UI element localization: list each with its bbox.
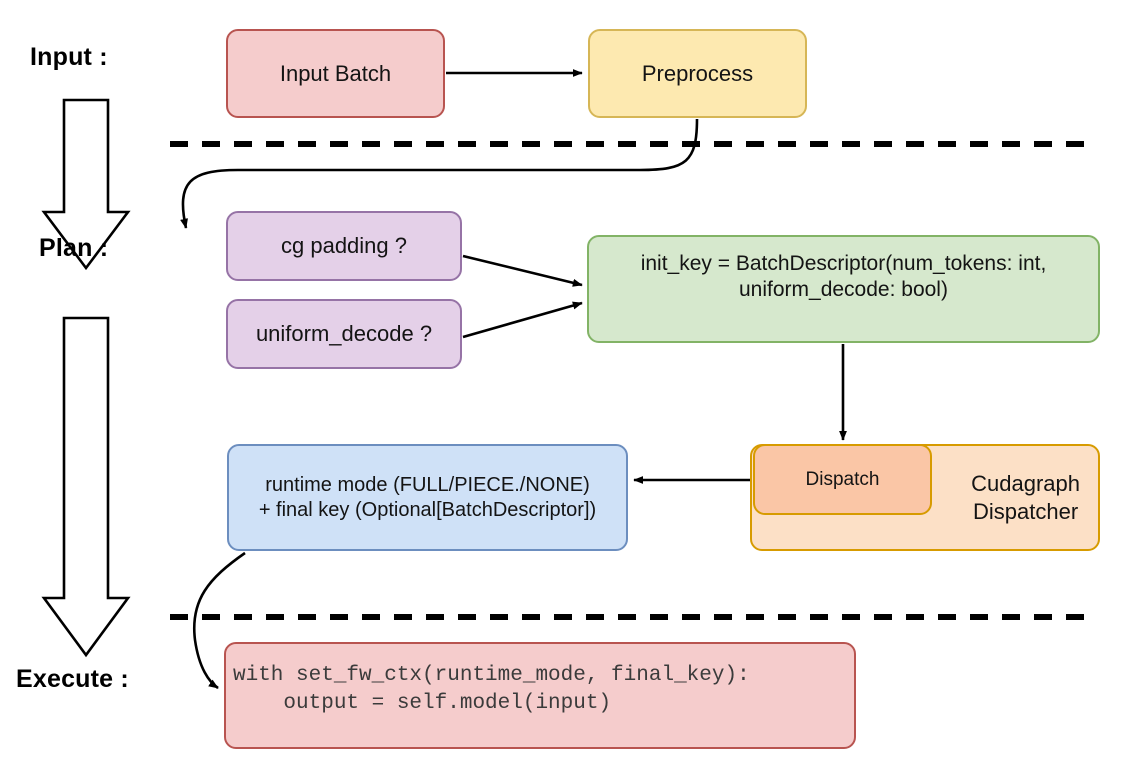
- node-init-key[interactable]: init_key = BatchDescriptor(num_tokens: i…: [587, 235, 1100, 343]
- stage-label-plan: Plan :: [39, 234, 109, 262]
- node-runtime-mode-label: runtime mode (FULL/PIECE./NONE) + final …: [258, 473, 597, 521]
- arrow-uniform-decode-to-init-key: [462, 301, 583, 339]
- stage-label-input: Input :: [30, 43, 108, 71]
- stage-label-execute: Execute :: [16, 665, 129, 693]
- stage-arrow-plan-to-execute: [41, 316, 131, 658]
- node-dispatch[interactable]: Dispatch: [753, 444, 932, 515]
- node-dispatch-label: Dispatch: [805, 468, 880, 490]
- node-preprocess[interactable]: Preprocess: [588, 29, 807, 118]
- node-uniform-decode[interactable]: uniform_decode ?: [226, 299, 462, 369]
- node-input-batch[interactable]: Input Batch: [226, 29, 445, 118]
- node-code-block-label: with set_fw_ctx(runtime_mode, final_key)…: [233, 664, 750, 716]
- node-cudagraph-dispatcher-label: Cudagraph Dispatcher: [971, 471, 1080, 524]
- node-uniform-decode-label: uniform_decode ?: [255, 321, 433, 347]
- node-init-key-label: init_key = BatchDescriptor(num_tokens: i…: [640, 252, 1047, 302]
- node-cg-padding-label: cg padding ?: [281, 233, 407, 259]
- node-input-batch-label: Input Batch: [279, 60, 392, 86]
- node-cg-padding[interactable]: cg padding ?: [226, 211, 462, 281]
- node-runtime-mode[interactable]: runtime mode (FULL/PIECE./NONE) + final …: [227, 444, 628, 551]
- node-preprocess-label: Preprocess: [641, 60, 754, 86]
- node-code-block[interactable]: with set_fw_ctx(runtime_mode, final_key)…: [224, 642, 856, 749]
- arrow-cg-padding-to-init-key: [462, 254, 583, 287]
